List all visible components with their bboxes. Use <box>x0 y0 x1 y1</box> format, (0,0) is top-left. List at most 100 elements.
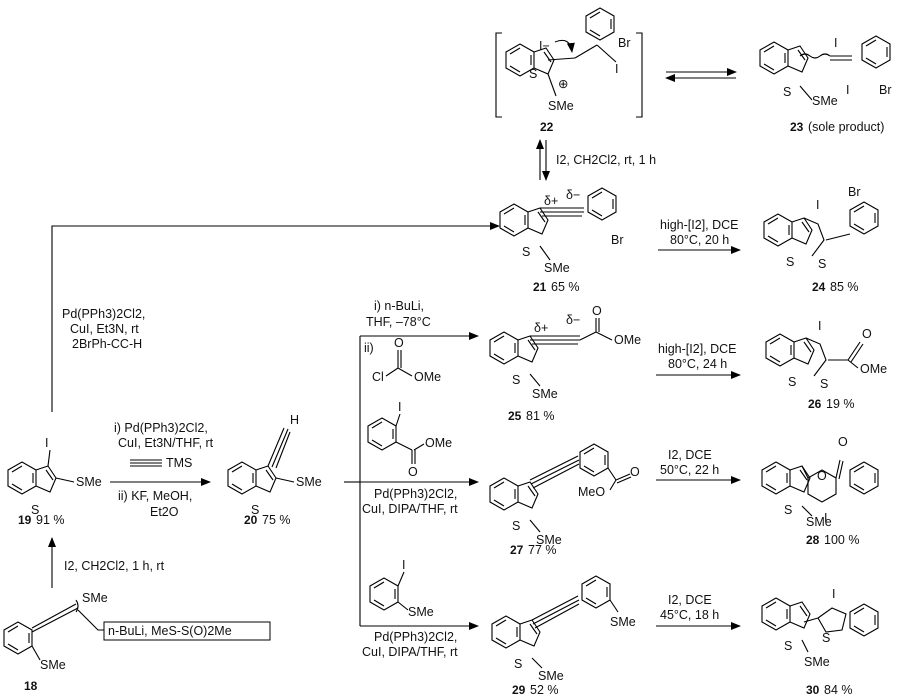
atom-label: OMe <box>860 362 887 376</box>
atom-label: SMe <box>544 261 570 275</box>
atom-label: S <box>512 373 520 387</box>
methyl-chloroformate-structure: O Cl OMe <box>372 336 441 384</box>
delta-label: δ+ <box>534 321 548 335</box>
atom-label: OMe <box>614 333 641 347</box>
compound-19-label: 19 <box>18 513 32 527</box>
condition-29-30-line1: I2, DCE <box>668 593 712 607</box>
atom-label: I <box>402 558 405 572</box>
atom-label: SMe <box>76 475 102 489</box>
compound-28-structure: S SMe O O I <box>761 435 879 529</box>
atom-label: S <box>820 377 828 391</box>
atom-label: OMe <box>425 436 452 450</box>
atom-label: I <box>615 62 618 76</box>
compound-19-yield: 91 % <box>36 513 65 527</box>
condition-19-21-line3: 2BrPh-CC-H <box>72 337 142 351</box>
condition-20-27-line1: Pd(PPh3)2Cl2, <box>374 487 457 501</box>
compound-29-yield: 52 % <box>530 683 559 696</box>
atom-label: Br <box>618 36 631 50</box>
atom-label: I <box>824 511 827 525</box>
atom-label: I <box>45 436 48 450</box>
atom-label: O <box>394 336 404 350</box>
condition-20-25-line1: i) n-BuLi, <box>374 299 424 313</box>
equilibrium-arrow-21-22 <box>536 139 550 181</box>
atom-label: SMe <box>812 94 838 108</box>
delta-label: δ− <box>566 188 580 202</box>
compound-21-structure: S SMe δ+ δ− Br <box>499 187 624 275</box>
condition-25-26-line2: 80°C, 24 h <box>668 357 727 371</box>
atom-label: S <box>251 503 259 517</box>
delta-label: δ+ <box>544 194 558 208</box>
condition-19-20-line2: CuI, Et3N/THF, rt <box>118 436 214 450</box>
atom-label: O <box>630 465 640 479</box>
compound-25-label: 25 <box>508 409 522 423</box>
atom-label: SMe <box>806 515 832 529</box>
compound-27-structure: S SMe O MeO <box>489 443 640 547</box>
atom-label: O <box>838 435 848 449</box>
atom-label: S <box>822 631 830 645</box>
atom-label: I− <box>539 39 550 53</box>
atom-label: Br <box>611 233 624 247</box>
atom-label: SMe <box>40 658 66 672</box>
atom-label: Br <box>879 83 892 97</box>
atom-label: SMe <box>536 533 562 547</box>
condition-19-20-tms: TMS <box>166 456 192 470</box>
atom-label: S <box>783 85 791 99</box>
atom-label: S <box>784 639 792 653</box>
atom-label: S <box>784 503 792 517</box>
compound-23-yield: (sole product) <box>808 120 884 134</box>
atom-label: S <box>788 375 796 389</box>
equilibrium-arrow-22-23 <box>665 68 737 82</box>
atom-label: I <box>398 400 401 414</box>
condition-18-box: n-BuLi, MeS-S(O)2Me <box>108 624 232 638</box>
condition-19-20-line1: i) Pd(PPh3)2Cl2, <box>114 421 208 435</box>
condition-20-25-line2: THF, –78°C <box>366 315 431 329</box>
condition-25-26-line1: high-[I2], DCE <box>658 342 737 356</box>
condition-20-29-line2: CuI, DIPA/THF, rt <box>362 645 458 659</box>
compound-20-label: 20 <box>244 513 258 527</box>
compound-18-label: 18 <box>24 679 38 693</box>
atom-label: O <box>408 465 418 479</box>
atom-label: SMe <box>296 475 322 489</box>
compound-26-structure: S S I O OMe <box>765 319 887 391</box>
atom-label: I <box>818 319 821 333</box>
arrow-19-21-path <box>51 225 498 412</box>
atom-label: MeO <box>578 485 605 499</box>
atom-label: S <box>31 503 39 517</box>
atom-label: S <box>512 519 520 533</box>
atom-label: O <box>592 304 602 318</box>
condition-21-22: I2, CH2Cl2, rt, 1 h <box>556 153 656 167</box>
compound-30-structure: S SMe S I <box>761 587 879 669</box>
compound-23-label: 23 <box>790 120 804 134</box>
atom-label: OMe <box>414 370 441 384</box>
atom-label: SMe <box>804 655 830 669</box>
atom-label: H <box>290 413 299 427</box>
compound-24-label: 24 <box>812 280 826 294</box>
atom-label: Cl <box>372 370 384 384</box>
condition-20-25-line3: ii) <box>364 341 374 355</box>
compound-21-yield: 65 % <box>551 280 580 294</box>
atom-label: SMe <box>538 669 564 683</box>
atom-label: SMe <box>82 591 108 605</box>
condition-20-27-line2: CuI, DIPA/THF, rt <box>362 502 458 516</box>
atom-label: O <box>817 469 827 483</box>
condition-19-20-line3: ii) KF, MeOH, <box>118 489 192 503</box>
condition-19-21-line1: Pd(PPh3)2Cl2, <box>62 307 145 321</box>
condition-19-20-line4: Et2O <box>150 505 179 519</box>
atom-label: Br <box>848 185 861 199</box>
atom-label: I <box>816 198 819 212</box>
atom-label: SMe <box>532 387 558 401</box>
compound-24-structure: S S I Br <box>763 185 879 271</box>
atom-label: SMe <box>548 99 574 113</box>
condition-21-24-line1: high-[I2], DCE <box>660 218 739 232</box>
compound-28-yield: 100 % <box>824 533 859 547</box>
compound-21-label: 21 <box>533 280 547 294</box>
2-iodothioanisole-structure: I SMe <box>369 558 434 619</box>
atom-label: O <box>862 327 872 341</box>
condition-20-29-line1: Pd(PPh3)2Cl2, <box>374 630 457 644</box>
atom-label: I <box>846 83 849 97</box>
compound-27-yield: 77 % <box>528 543 557 557</box>
compound-28-label: 28 <box>806 533 820 547</box>
charge-label: ⊕ <box>558 77 568 91</box>
condition-27-28-line1: I2, DCE <box>668 448 712 462</box>
